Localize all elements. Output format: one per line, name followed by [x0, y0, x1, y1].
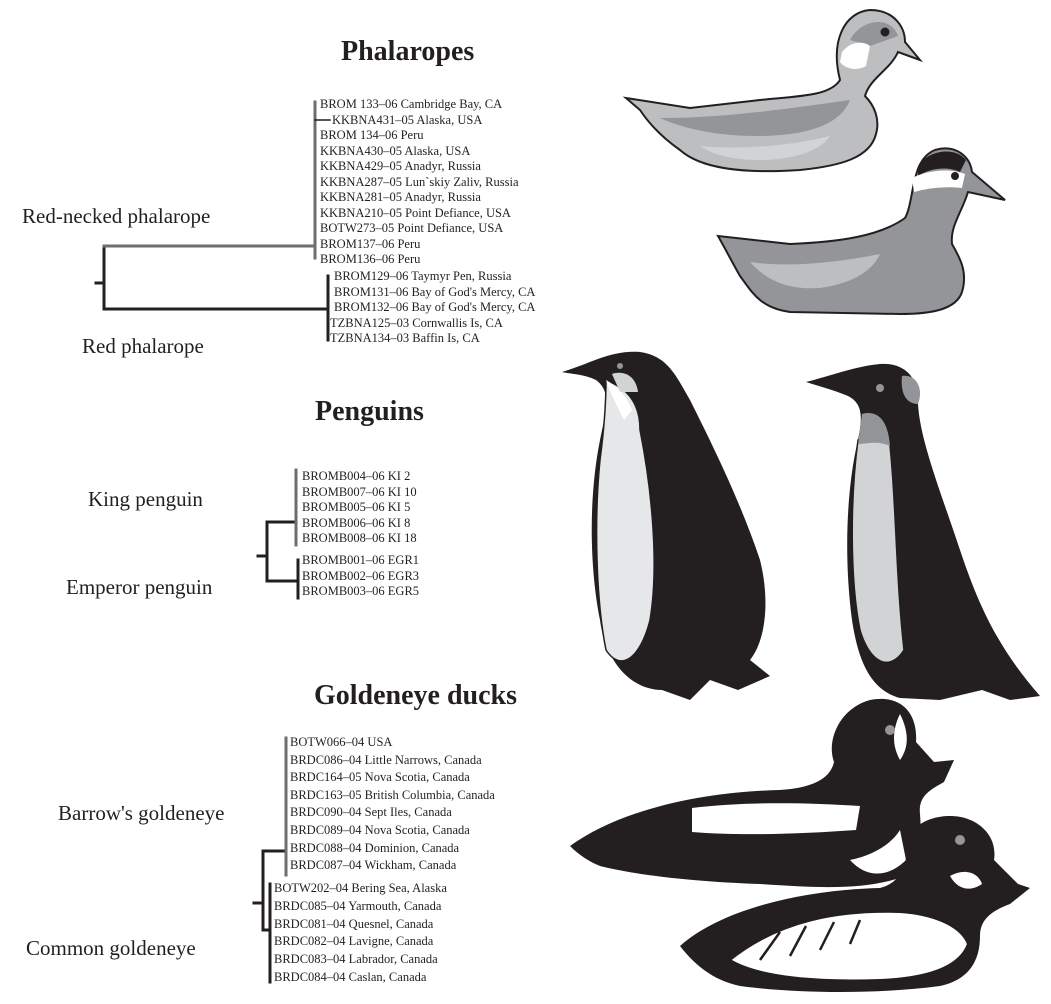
emperor-penguin-illustration: [562, 352, 770, 700]
king-penguin-illustration: [806, 364, 1040, 700]
phylogenetic-tree-phalaropes: [96, 102, 330, 340]
red-necked-phalarope-illustration: [626, 10, 920, 171]
barrows-goldeneye-illustration: [570, 699, 954, 887]
red-phalarope-illustration: [718, 148, 1005, 314]
phylogenetic-tree-penguins: [258, 470, 298, 598]
phylogenetic-tree-goldeneyes: [254, 738, 286, 982]
